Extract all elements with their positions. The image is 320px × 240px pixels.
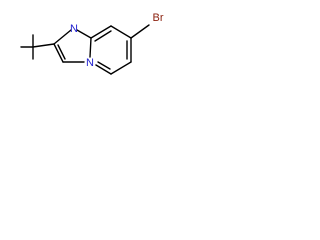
bond-c2-c3-double <box>57 44 66 60</box>
chemical-structure: N N Br <box>20 12 164 75</box>
bond-tbu-to-c2 <box>32 43 55 48</box>
bond-c7-br <box>130 24 150 39</box>
nitrogen-label-imidazole: N <box>70 23 78 35</box>
bond-c5-n4 <box>95 64 112 75</box>
bond-c5-n4-double <box>97 61 111 70</box>
bond-c8a-c8-double <box>94 30 112 42</box>
bond-c8a-c8 <box>90 25 112 39</box>
bond-c8a-n4 <box>89 37 92 58</box>
bond-c2-c3 <box>53 43 64 63</box>
bond-c8-c7 <box>110 25 132 39</box>
nitrogen-label-bridgehead: N <box>86 57 94 69</box>
bond-c6-c5 <box>110 61 132 75</box>
bond-n1-c8a <box>76 29 92 39</box>
bond-c2-n1 <box>53 29 72 45</box>
bromine-label: Br <box>153 12 164 24</box>
